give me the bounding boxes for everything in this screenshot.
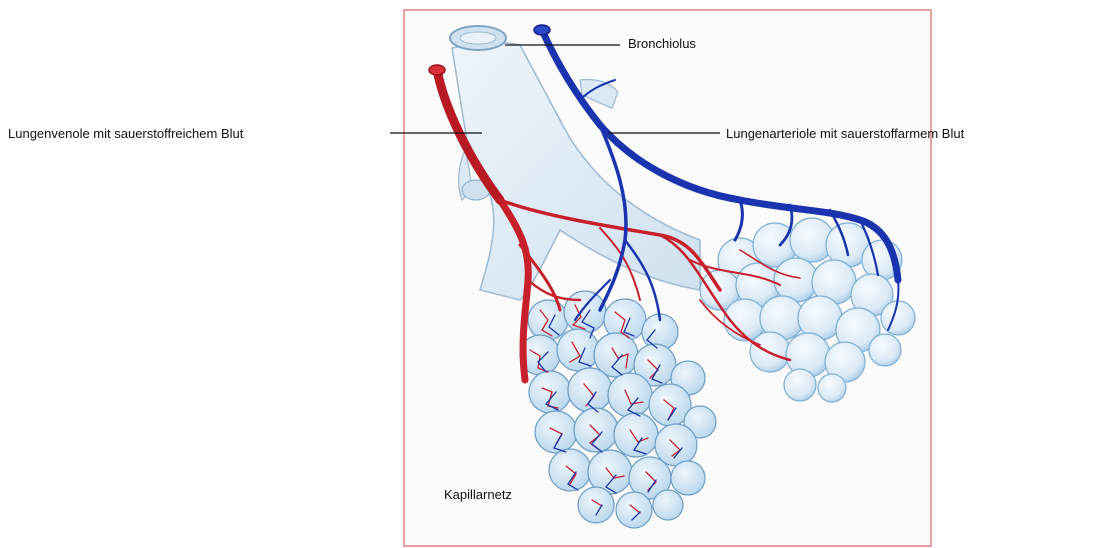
- label-lungenarteriole: Lungenarteriole mit sauerstoffarmem Blut: [726, 126, 964, 142]
- label-kapillarnetz: Kapillarnetz: [444, 487, 512, 503]
- label-lungenvenole: Lungenvenole mit sauerstoffreichem Blut: [8, 126, 243, 142]
- label-bronchiolus: Bronchiolus: [628, 36, 696, 52]
